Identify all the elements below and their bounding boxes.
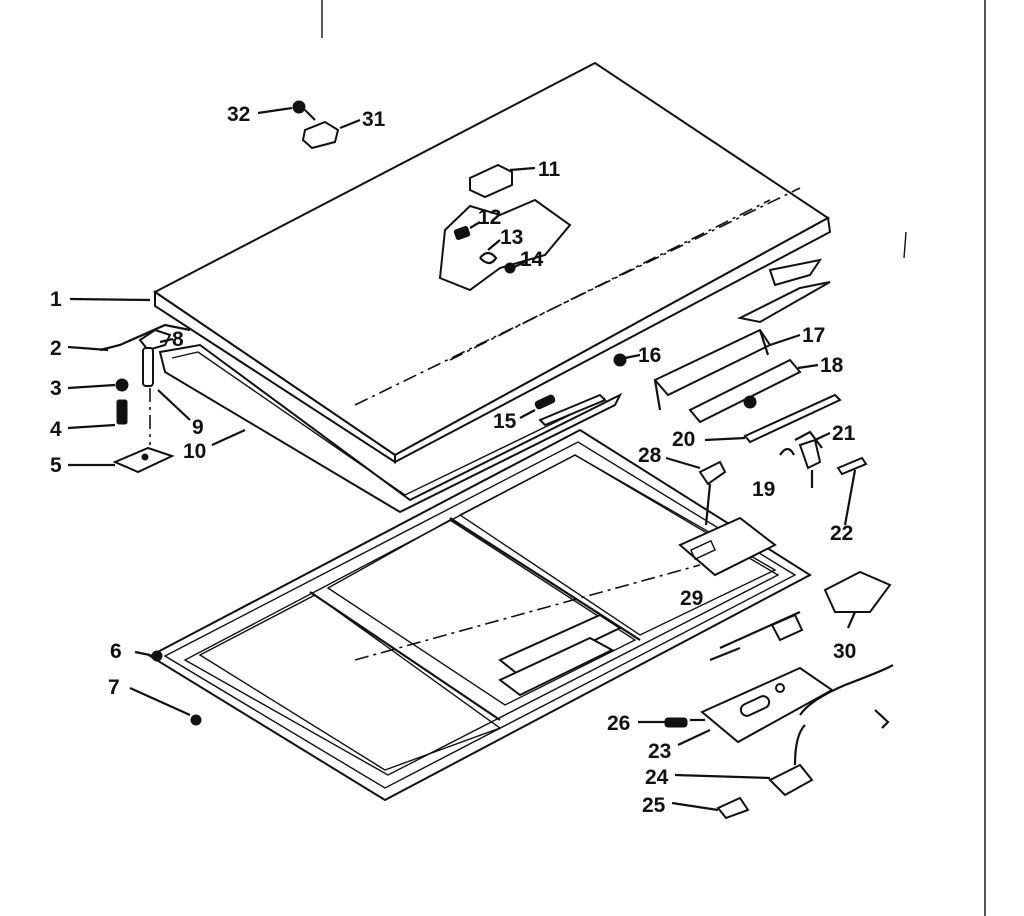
- callout-2: 2: [50, 337, 62, 360]
- callout-12: 12: [478, 206, 501, 229]
- callout-16: 16: [638, 344, 661, 367]
- callout-18: 18: [820, 354, 844, 377]
- callout-20: 20: [672, 428, 695, 451]
- callout-8: 8: [172, 328, 184, 351]
- leader-lines: [67, 106, 857, 812]
- lid-assembly: [153, 61, 832, 514]
- callout-5: 5: [50, 454, 62, 477]
- scan-edges: [321, 0, 986, 916]
- callout-13: 13: [500, 226, 523, 249]
- callout-23: 23: [648, 740, 671, 763]
- callout-labels: 1 2 3 4 5 6 7 8 9 10 11 12 13 14 15 16 1…: [50, 103, 856, 817]
- callout-4: 4: [50, 418, 62, 441]
- callout-21: 21: [832, 422, 856, 445]
- bracket-and-screw: [292, 100, 340, 150]
- callout-22: 22: [830, 522, 853, 545]
- frame-fasteners: [151, 650, 202, 726]
- callout-26: 26: [607, 712, 630, 735]
- callout-7: 7: [108, 676, 120, 699]
- callout-31: 31: [362, 108, 386, 131]
- callout-10: 10: [183, 440, 206, 463]
- callout-19: 19: [752, 478, 775, 501]
- cabinet-top-frame: [147, 428, 812, 802]
- callout-30: 30: [833, 640, 856, 663]
- callout-14: 14: [520, 248, 544, 271]
- thermostat-wiring-assembly: [664, 460, 894, 820]
- callout-3: 3: [50, 377, 62, 400]
- callout-11: 11: [538, 158, 561, 181]
- callout-17: 17: [802, 324, 825, 347]
- callout-6: 6: [110, 640, 122, 663]
- callout-32: 32: [227, 103, 250, 126]
- callout-24: 24: [645, 766, 669, 789]
- hinge-hardware: [99, 323, 191, 474]
- callout-28: 28: [638, 444, 662, 467]
- handle-assembly: [534, 328, 868, 526]
- callout-1: 1: [50, 288, 62, 311]
- callout-29: 29: [680, 587, 703, 610]
- hinge-detail-cutaway: [438, 198, 572, 292]
- lid-latch: [469, 163, 513, 199]
- callout-9: 9: [192, 416, 204, 439]
- callout-15: 15: [493, 410, 517, 433]
- callout-25: 25: [642, 794, 666, 817]
